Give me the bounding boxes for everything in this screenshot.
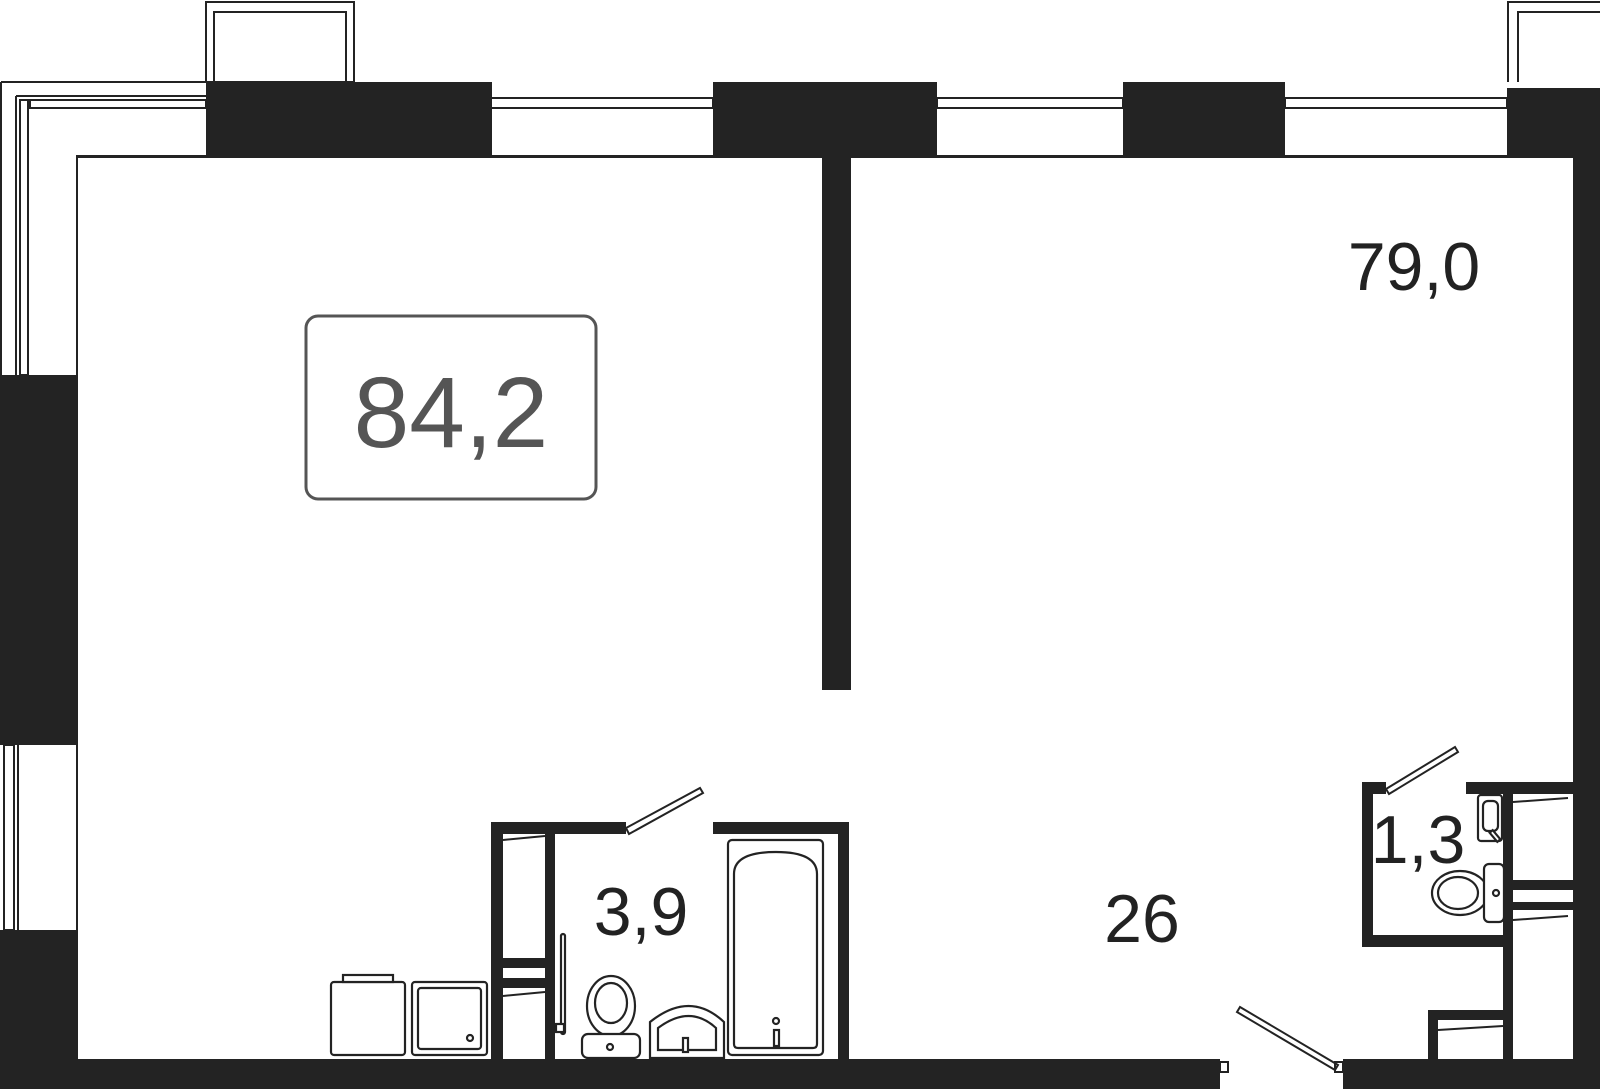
window-frames <box>0 81 1508 931</box>
total-area-box: 84,2 <box>304 314 598 501</box>
bathroom-area: 3,9 <box>594 874 689 950</box>
storage-lines <box>502 797 1569 1031</box>
hall-area: 26 <box>1104 881 1180 957</box>
kitchen-fixtures <box>329 973 489 1057</box>
balconies <box>205 1 1600 83</box>
total-area-label: 84,2 <box>354 357 549 469</box>
doors <box>624 745 1474 1073</box>
wc-area: 1,3 <box>1371 802 1466 878</box>
bathroom-fixtures <box>554 838 825 1060</box>
wc-fixtures <box>1430 793 1506 924</box>
walls <box>0 82 1600 1089</box>
living-room-area: 79,0 <box>1348 229 1480 305</box>
